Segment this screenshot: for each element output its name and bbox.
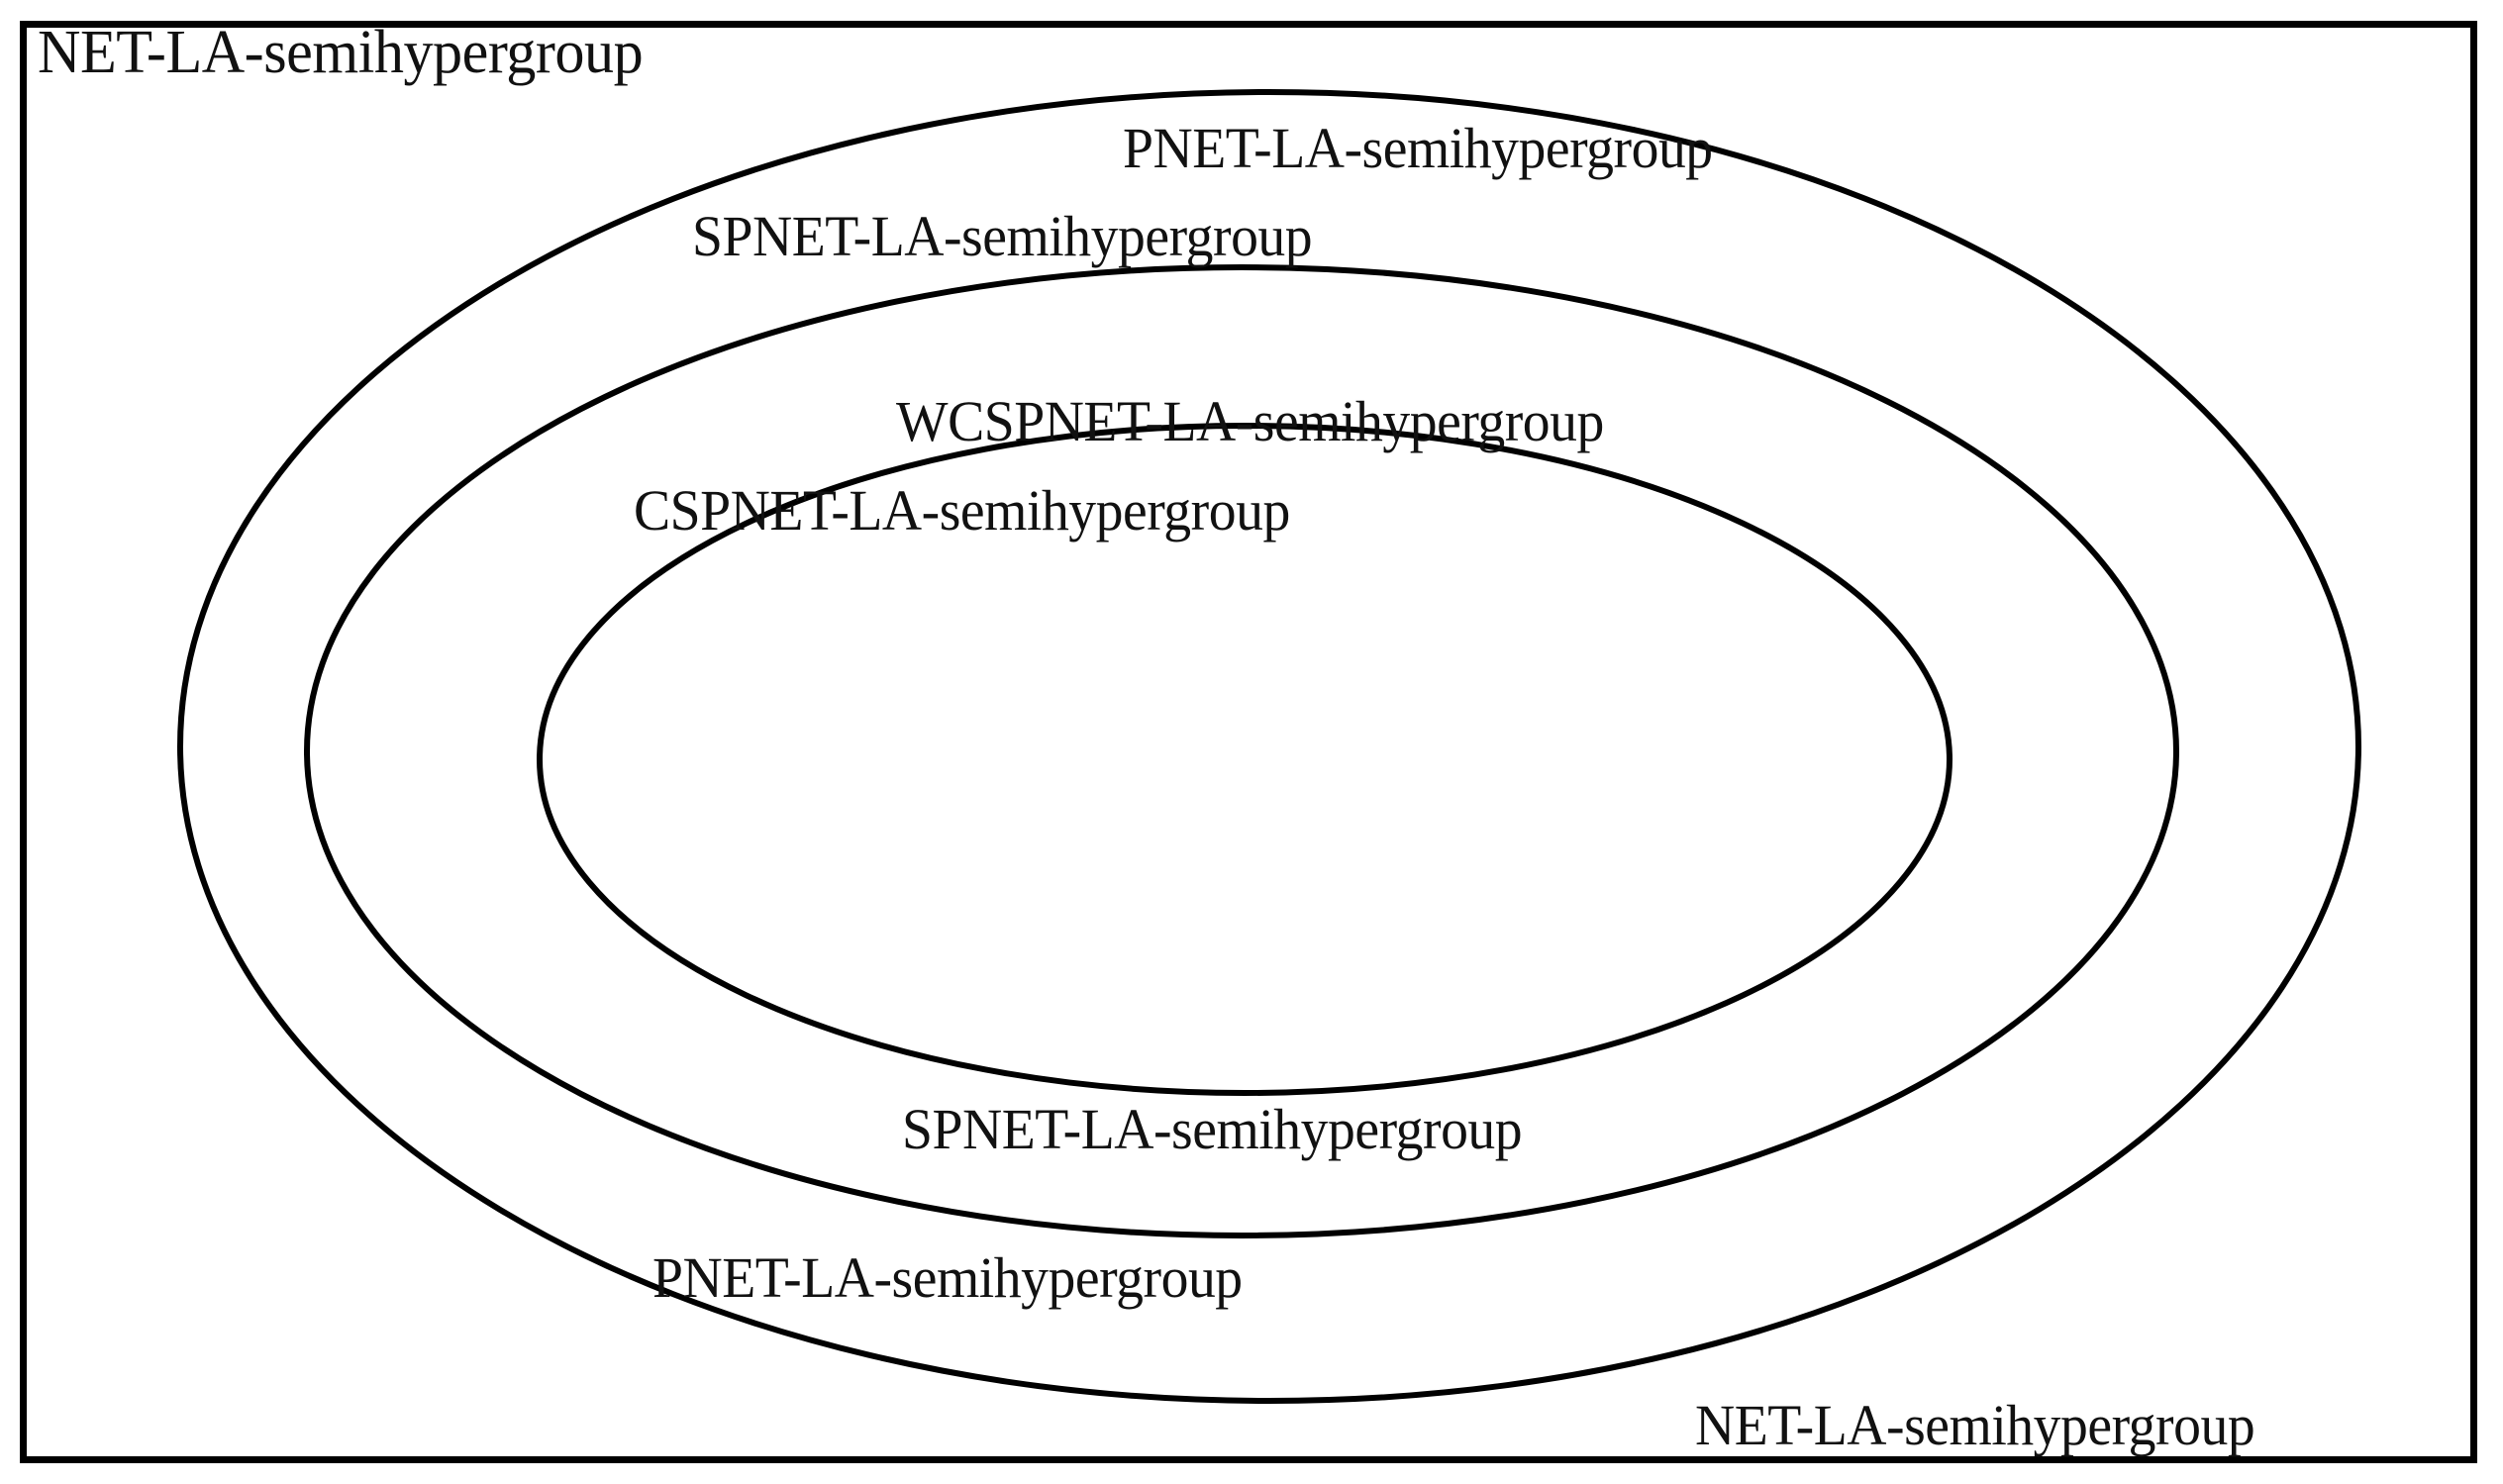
- label-pnet-la-semihypergroup-top: PNET-LA-semihypergroup: [1123, 116, 1713, 180]
- label-spnet-la-semihypergroup-bottom: SPNET-LA-semihypergroup: [902, 1097, 1523, 1161]
- label-net-la-semihypergroup-bottom: NET-LA-semihypergroup: [1695, 1393, 2255, 1457]
- label-net-la-semihypergroup-top: NET-LA-semihypergroup: [38, 19, 644, 86]
- label-wcspnet-la-semihypergroup: WCSPNET-LA-semihypergroup: [896, 389, 1604, 453]
- label-pnet-la-semihypergroup-bottom: PNET-LA-semihypergroup: [652, 1245, 1243, 1310]
- label-spnet-la-semihypergroup-top: SPNET-LA-semihypergroup: [692, 204, 1313, 268]
- label-cspnet-la-semihypergroup: CSPNET-LA-semihypergroup: [634, 478, 1290, 543]
